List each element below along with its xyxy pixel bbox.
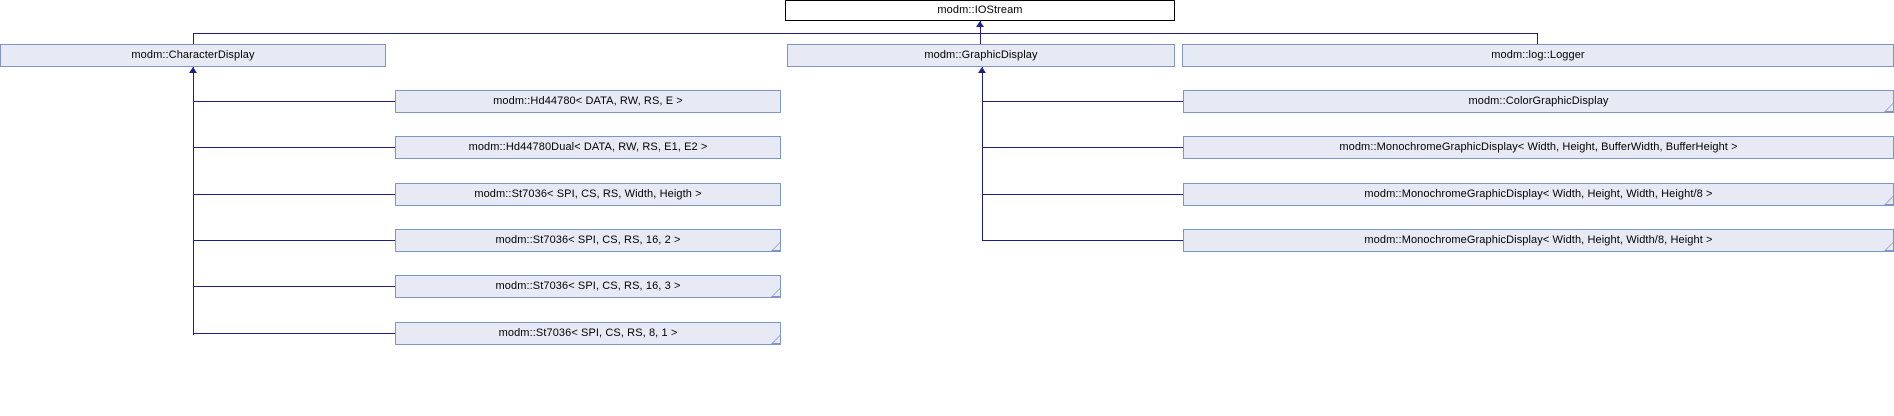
node-st7036-8-1[interactable]: modm::St7036< SPI, CS, RS, 8, 1 > <box>395 322 781 345</box>
edge-bus-to-log-logger <box>1537 33 1538 44</box>
node-st7036-16-2[interactable]: modm::St7036< SPI, CS, RS, 16, 2 > <box>395 229 781 252</box>
node-iostream[interactable]: modm::IOStream <box>785 0 1175 21</box>
node-st7036-16-3-label: modm::St7036< SPI, CS, RS, 16, 3 > <box>495 280 681 292</box>
node-monochrome-width8-height-label: modm::MonochromeGraphicDisplay< Width, H… <box>1364 234 1713 246</box>
node-character-display-label: modm::CharacterDisplay <box>131 49 255 61</box>
node-log-logger[interactable]: modm::log::Logger <box>1182 44 1894 67</box>
edge-bus-to-character-display <box>193 33 194 44</box>
node-st7036-16-2-label: modm::St7036< SPI, CS, RS, 16, 2 > <box>495 234 681 246</box>
edge-bus-to-graphic-display <box>980 33 981 44</box>
edge-graphic-display-trunk <box>982 67 983 241</box>
node-monochrome-width-height8[interactable]: modm::MonochromeGraphicDisplay< Width, H… <box>1183 183 1894 206</box>
node-color-graphic-display[interactable]: modm::ColorGraphicDisplay <box>1183 90 1894 113</box>
edge-character-branch-1 <box>193 101 395 102</box>
node-monochrome-width8-height[interactable]: modm::MonochromeGraphicDisplay< Width, H… <box>1183 229 1894 252</box>
node-graphic-display-label: modm::GraphicDisplay <box>924 49 1038 61</box>
edge-graphic-branch-4 <box>982 240 1183 241</box>
edge-graphic-branch-3 <box>982 194 1183 195</box>
node-character-display[interactable]: modm::CharacterDisplay <box>0 44 386 67</box>
node-st7036-8-1-label: modm::St7036< SPI, CS, RS, 8, 1 > <box>498 327 678 339</box>
node-st7036-width-heigth-label: modm::St7036< SPI, CS, RS, Width, Heigth… <box>474 188 702 200</box>
node-monochrome-width-height8-label: modm::MonochromeGraphicDisplay< Width, H… <box>1364 188 1713 200</box>
node-log-logger-label: modm::log::Logger <box>1491 49 1585 61</box>
edge-root-stem <box>980 21 981 33</box>
node-graphic-display[interactable]: modm::GraphicDisplay <box>787 44 1175 67</box>
node-monochrome-bufferwidth-bufferheight-label: modm::MonochromeGraphicDisplay< Width, H… <box>1339 141 1738 153</box>
edge-character-branch-3 <box>193 194 395 195</box>
arrowhead-graphicdisplay-to-iostream <box>976 21 984 27</box>
collapse-corner-icon[interactable] <box>1884 242 1893 251</box>
node-monochrome-bufferwidth-bufferheight[interactable]: modm::MonochromeGraphicDisplay< Width, H… <box>1183 136 1894 159</box>
collapse-corner-icon[interactable] <box>1884 196 1893 205</box>
node-st7036-16-3[interactable]: modm::St7036< SPI, CS, RS, 16, 3 > <box>395 275 781 298</box>
edge-graphic-branch-1 <box>982 101 1183 102</box>
collapse-corner-icon[interactable] <box>771 242 780 251</box>
edge-character-branch-6 <box>193 333 395 334</box>
node-iostream-label: modm::IOStream <box>937 4 1023 16</box>
edge-character-branch-2 <box>193 147 395 148</box>
node-hd44780[interactable]: modm::Hd44780< DATA, RW, RS, E > <box>395 90 781 113</box>
node-st7036-width-heigth[interactable]: modm::St7036< SPI, CS, RS, Width, Heigth… <box>395 183 781 206</box>
collapse-corner-icon[interactable] <box>771 335 780 344</box>
node-hd44780dual-label: modm::Hd44780Dual< DATA, RW, RS, E1, E2 … <box>468 141 708 153</box>
edge-character-branch-4 <box>193 240 395 241</box>
edge-character-display-trunk <box>193 67 194 335</box>
collapse-corner-icon[interactable] <box>1884 103 1893 112</box>
node-hd44780-label: modm::Hd44780< DATA, RW, RS, E > <box>493 95 683 107</box>
edge-level1-bus <box>193 33 1538 34</box>
collapse-corner-icon[interactable] <box>771 288 780 297</box>
node-hd44780dual[interactable]: modm::Hd44780Dual< DATA, RW, RS, E1, E2 … <box>395 136 781 159</box>
node-color-graphic-display-label: modm::ColorGraphicDisplay <box>1468 95 1609 107</box>
edge-character-branch-5 <box>193 286 395 287</box>
edge-graphic-branch-2 <box>982 147 1183 148</box>
